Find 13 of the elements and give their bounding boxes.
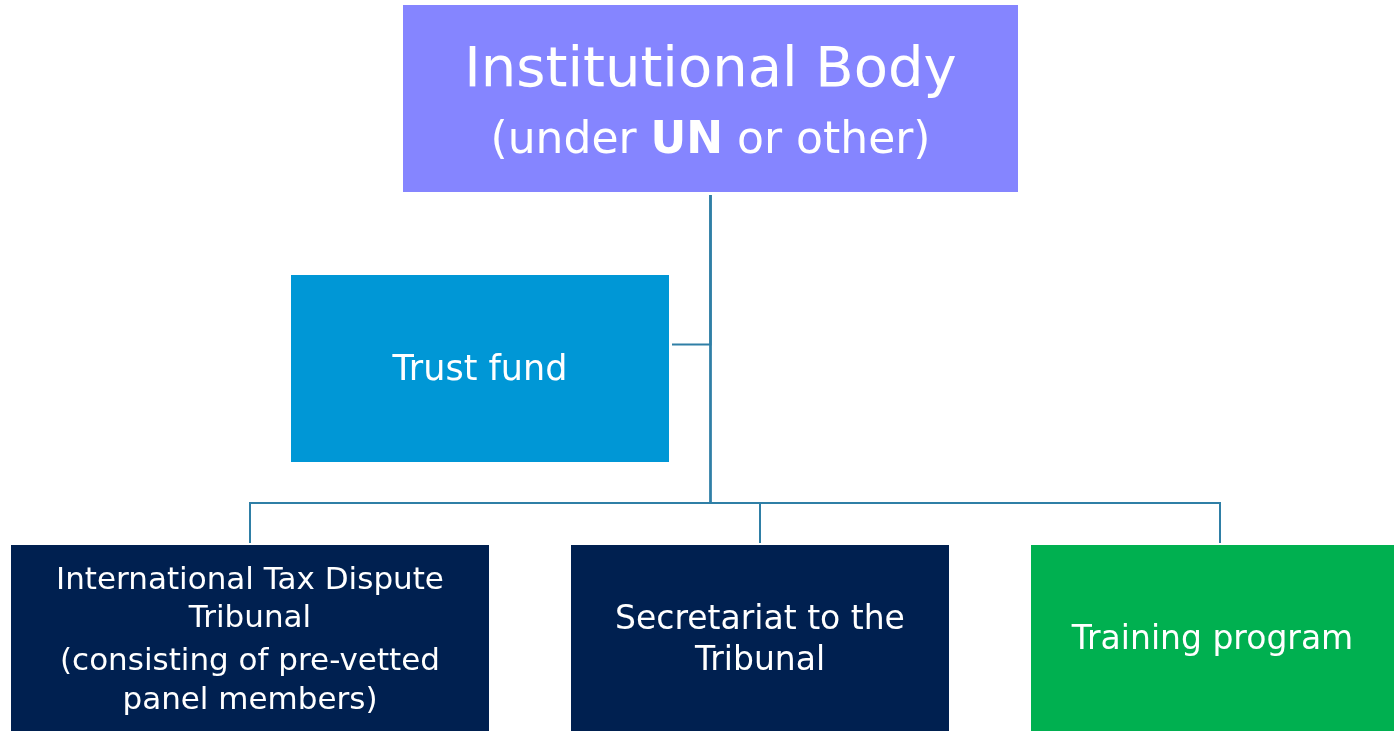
box-title: Training program	[1071, 617, 1354, 659]
box-title: Institutional Body	[464, 33, 957, 101]
org-box	[571, 545, 949, 731]
box-subtitle: (consisting of pre-vetted panel members)	[59, 640, 441, 718]
org-box	[1031, 545, 1394, 731]
connector-line	[709, 194, 1221, 544]
org-box	[403, 5, 1018, 192]
box-title: International Tax Dispute Tribunal	[55, 558, 445, 636]
org-box	[291, 275, 669, 462]
org-box	[11, 545, 489, 731]
box-title: Trust fund	[392, 346, 568, 390]
box-subtitle: (under UN or other)	[490, 111, 931, 165]
box-title: Secretariat to the Tribunal	[614, 596, 906, 680]
